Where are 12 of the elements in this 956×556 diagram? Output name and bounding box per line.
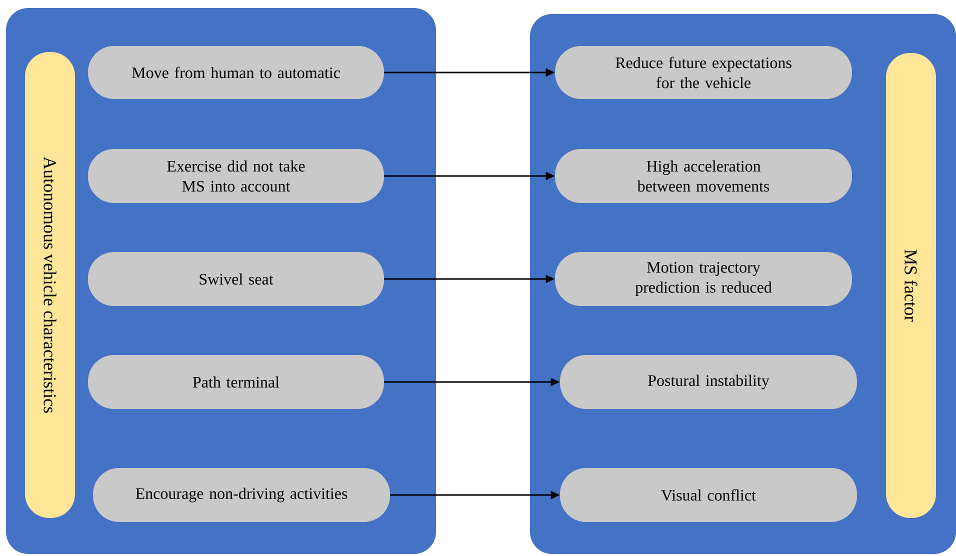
rounded-box: Motion trajectory prediction is reduced (555, 252, 852, 306)
rounded-box: Visual conflict (560, 468, 857, 522)
label-bar: MS factor (886, 53, 936, 518)
rounded-box: Path terminal (88, 355, 384, 409)
rounded-box: Reduce future expectations for the vehicle (555, 46, 852, 99)
rounded-box: Encourage non-driving activities (93, 468, 390, 522)
rounded-box: Swivel seat (88, 252, 384, 306)
rounded-box: Exercise did not take MS into account (88, 149, 384, 203)
rounded-box: Move from human to automatic (88, 46, 384, 99)
rounded-box: High acceleration between movements (555, 149, 852, 203)
label-bar: Autonomous vehicle characteristics (25, 52, 75, 518)
rounded-box: Postural instability (560, 355, 857, 409)
